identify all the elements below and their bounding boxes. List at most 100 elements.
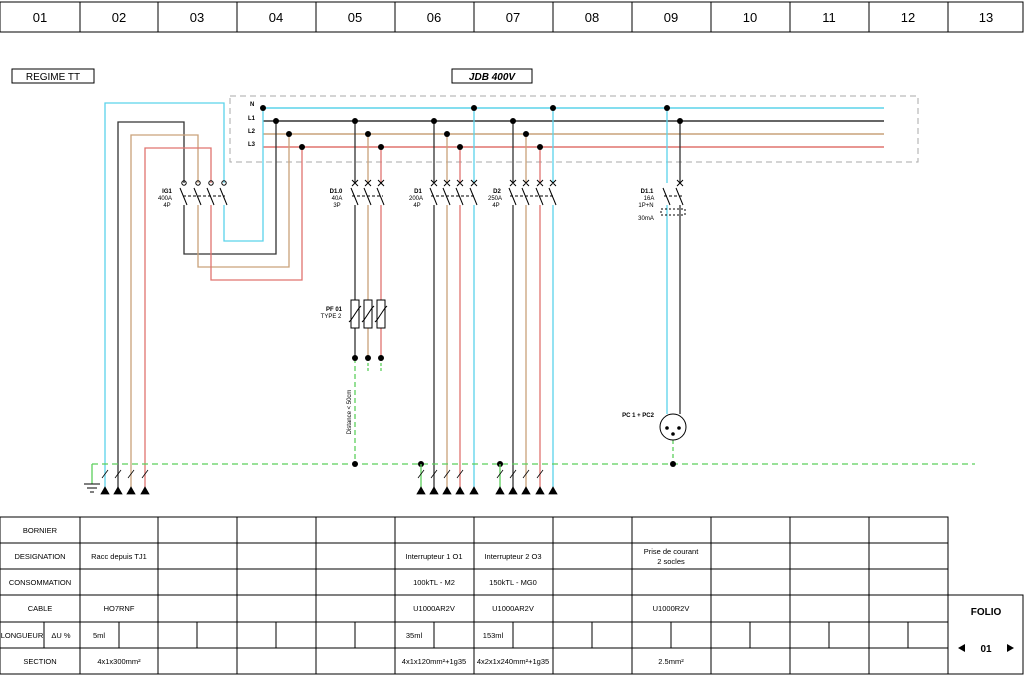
main-switch-circuit [104,102,303,488]
column-number: 12 [901,10,915,25]
row-label-designation: DESIGNATION [14,552,65,561]
breaker-d11-ref: D1.1 [641,189,654,195]
breaker-d11-sensitivity: 30mA [638,216,654,222]
breaker-d11-label: D1.1 16A 1P+N 30mA [638,189,654,222]
surge-protector-ref: PF 01 [326,307,343,313]
regime-label-box: REGIME TT [11,68,95,84]
breaker-d10-circuit [354,121,382,464]
breaker-d1-circuit [433,108,475,488]
breaker-d10-rating: 40A [332,196,343,202]
earth-links [91,464,501,488]
column-number: 07 [506,10,520,25]
surge-protector-type: TYPE 2 [321,314,342,320]
main-switch-symbol [179,180,228,206]
table-cells: Racc depuis TJ1 Interrupteur 1 O1 Interr… [91,547,699,666]
section-c09: 2.5mm² [658,657,684,666]
column-number: 11 [822,10,836,25]
breaker-d2-poles: 4P [492,203,499,209]
breaker-d11-rating: 16A [644,196,655,202]
breaker-d2-rating: 250A [488,196,502,202]
designation-c02: Racc depuis TJ1 [91,552,147,561]
breaker-d1-rating: 200A [409,196,423,202]
panel-title: JDB 400V [469,72,516,83]
section-c02: 4x1x300mm² [97,657,141,666]
designation-c09-line1: Prise de courant [644,547,700,556]
cable-c06: U1000AR2V [413,604,455,613]
column-number: 01 [33,10,47,25]
socket-symbol [659,413,687,441]
junction-dots [260,105,683,150]
row-label-longueur: LONGUEUR [1,631,44,640]
cable-table [0,516,1024,675]
panel-title-box: JDB 400V [451,68,533,84]
table-row-labels: BORNIER DESIGNATION CONSOMMATION CABLE L… [1,526,71,666]
row-label-delta-u: ΔU % [51,631,71,640]
consommation-c06: 100kTL - M2 [413,578,455,587]
longueur-c02: 5ml [93,631,105,640]
column-number: 06 [427,10,441,25]
breaker-d11-poles: 1P+N [638,203,653,209]
cable-c09: U1000R2V [653,604,690,613]
breaker-d1-symbol [429,179,478,206]
breaker-d10-poles: 3P [333,203,340,209]
bus-label-l3: L3 [248,142,256,148]
folio-prev-icon[interactable] [958,644,965,652]
folio-next-icon[interactable] [1007,644,1014,652]
column-number: 10 [743,10,757,25]
bus-label-n: N [250,102,254,108]
breaker-d11-symbol [660,179,686,216]
column-number: 05 [348,10,362,25]
row-label-consommation: CONSOMMATION [9,578,71,587]
breaker-d1-poles: 4P [413,203,420,209]
designation-c09-line2: 2 socles [657,557,685,566]
folio-label: FOLIO [971,607,1002,618]
cable-c02: HO7RNF [104,604,135,613]
designation-c07: Interrupteur 2 O3 [484,552,541,561]
main-switch-ref: IG1 [162,189,172,195]
breaker-d10-symbol [350,179,385,206]
main-switch-label: IG1 400A 4P [158,189,173,209]
designation-c06: Interrupteur 1 O1 [405,552,462,561]
breaker-d10-label: D1.0 40A 3P [330,189,343,209]
main-switch-poles: 4P [163,203,170,209]
earth-icon [84,483,100,493]
folio-number: 01 [980,644,992,655]
distance-note: Distance < 50cm [347,390,353,435]
breaker-d2-circuit [512,108,554,488]
surge-protector-label: PF 01 TYPE 2 [321,307,343,320]
breaker-d10-ref: D1.0 [330,189,343,195]
column-number: 08 [585,10,599,25]
section-c06: 4x1x120mm²+1g35 [402,657,466,666]
bus-label-l2: L2 [248,129,256,135]
folio-box: FOLIO 01 [958,607,1014,655]
column-header: 01 02 03 04 05 06 07 08 09 10 11 12 13 [0,1,1024,33]
panel-enclosure [229,95,919,163]
row-label-cable: CABLE [28,604,53,613]
surge-protector-symbol [348,299,388,329]
column-number: 03 [190,10,204,25]
longueur-c07: 153ml [483,631,504,640]
surge-protector-terminals [352,355,384,361]
main-switch-rating: 400A [158,196,172,202]
longueur-c06: 35ml [406,631,423,640]
consommation-c07: 150kTL - MG0 [489,578,537,587]
bus-label-l1: L1 [248,116,256,122]
breaker-d1-ref: D1 [414,189,422,195]
cable-c07: U1000AR2V [492,604,534,613]
column-number: 13 [979,10,993,25]
regime-label: REGIME TT [26,72,80,83]
breaker-d2-ref: D2 [493,189,501,195]
socket-label: PC 1 + PC2 [622,413,655,419]
breaker-d11-circuit [666,108,681,464]
column-number: 04 [269,10,283,25]
row-label-bornier: BORNIER [23,526,58,535]
breaker-d1-label: D1 200A 4P [409,189,423,209]
row-label-section: SECTION [23,657,56,666]
terminal-arrows [100,469,558,495]
busbars: N L1 L2 L3 [248,102,884,148]
breaker-d2-symbol [508,179,557,206]
breaker-d2-label: D2 250A 4P [488,189,502,209]
column-number: 09 [664,10,678,25]
section-c07: 4x2x1x240mm²+1g35 [477,657,549,666]
